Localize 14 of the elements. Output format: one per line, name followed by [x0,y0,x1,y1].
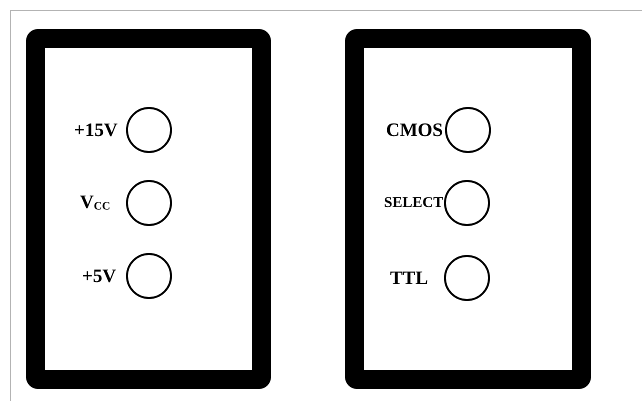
terminal-label: TTL [390,268,428,288]
terminal-label: +5V [82,266,116,286]
terminal-label: SELECT [384,196,444,210]
panel [26,29,271,389]
terminal-circle [444,180,490,226]
terminal-label: CMOS [386,120,443,140]
terminal-circle [126,180,172,226]
terminal-circle [444,255,490,301]
panel [345,29,591,389]
terminal-label: V$_{CC}$ [80,193,110,214]
terminal-circle [126,253,172,299]
terminal-circle [126,107,172,153]
terminal-label: +15V [74,120,118,140]
terminal-circle [445,107,491,153]
